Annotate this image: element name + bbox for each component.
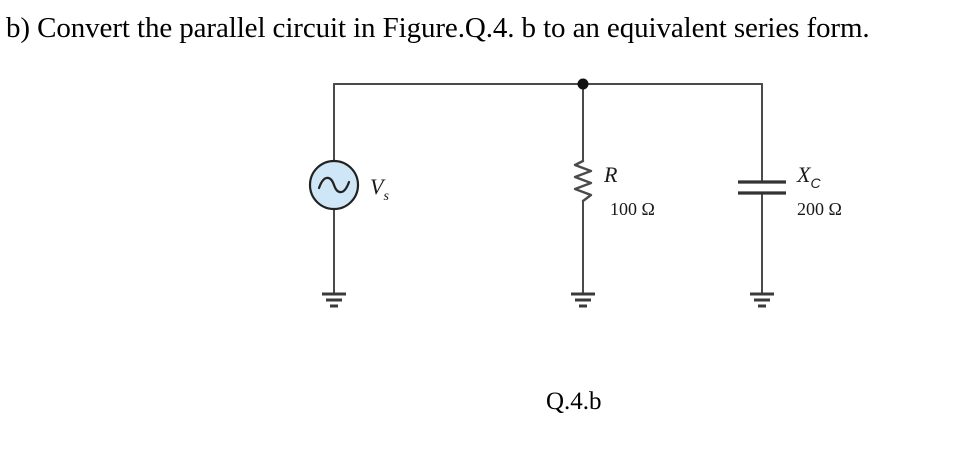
ac-source-icon (308, 159, 360, 211)
question-text: b) Convert the parallel circuit in Figur… (6, 12, 870, 44)
figure-label: Q.4.b (546, 388, 602, 415)
junction-dot-icon (577, 78, 589, 90)
resistor-value: 100 Ω (610, 199, 655, 219)
source-label: Vs (370, 174, 389, 204)
capacitive-reactance-label: XC (797, 162, 821, 191)
ground-icon (322, 292, 346, 308)
capacitive-reactance-value: 200 Ω (797, 199, 842, 219)
ground-icon (571, 292, 595, 308)
capacitor-icon (738, 180, 786, 195)
ground-icon (750, 292, 774, 308)
resistor-icon (573, 159, 593, 203)
resistor-label: R (604, 162, 618, 187)
